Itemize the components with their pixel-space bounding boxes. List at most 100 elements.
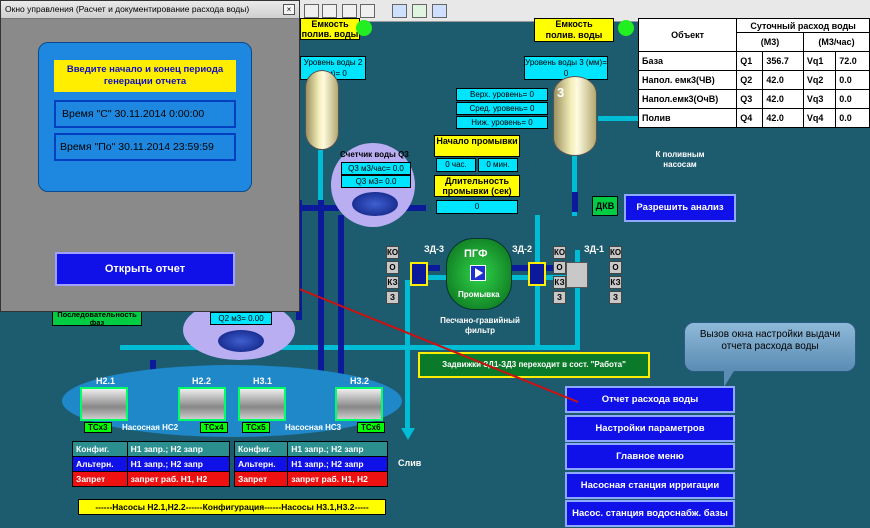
tank2-lamp [356,20,372,36]
zd2-o[interactable]: О [553,261,566,274]
valve-zd1-icon[interactable] [566,262,588,288]
zd1-o[interactable]: О [609,261,622,274]
meter-q2-vol: Q2 м3= 0.00 [210,312,272,325]
open-report-button[interactable]: Открыть отчет [55,252,235,286]
to-pumps-label: К поливным насосам [655,150,705,169]
menu-flow-report[interactable]: Отчет расхода воды [565,386,735,413]
tcx3-label: ТСх3 [84,422,112,433]
menu-main[interactable]: Главное меню [565,443,735,470]
menu-irrigation-station[interactable]: Насосная станция ирригации [565,472,735,499]
flow-table: Объект Суточный расход воды (М3) (М3/час… [637,18,870,128]
tank3-lamp [618,20,634,36]
h21-label: Н2.1 [96,376,116,386]
meter-q3-rate: Q3 м3/час= 0.0 [341,162,411,175]
pump-h32[interactable] [335,387,383,421]
filter-name: ПГФ [464,248,488,260]
dpipe-h3 [420,265,440,271]
allow-analysis-button[interactable]: Разрешить анализ [624,194,736,222]
zd3-label: ЗД-3 [424,244,445,254]
dkv-box[interactable]: ДКВ [592,196,618,216]
ns3-label: Насосная НС3 [285,423,342,432]
zd2-kz[interactable]: КЗ [553,276,566,289]
zd3-o[interactable]: О [386,261,399,274]
flush-duration-label: Длительность промывки (сек) [434,175,520,197]
tank3-label: Емкость полив. воды [534,18,614,42]
tank-2 [305,70,339,150]
dialog-titlebar [1,1,299,19]
tcx5-label: ТСх5 [242,422,270,433]
flush-hours[interactable]: 0 час. [436,158,476,172]
pipe-bottom [120,345,580,350]
dpipe-v5 [572,192,578,212]
meter-q2-icon [218,330,264,352]
row-rate: 0.0 [835,70,870,90]
callout-tail [724,371,734,387]
menu-settings[interactable]: Настройки параметров [565,415,735,442]
close-icon[interactable]: × [283,4,295,15]
upper-level: Верх. уровень= 0 [456,88,548,101]
ns2-label: Насосная НС2 [122,423,179,432]
status-table-right: Конфиг.Н1 запр.; Н2 запр Альтерн.Н1 запр… [233,441,388,487]
header-object: Объект [637,18,738,52]
dpipe-v3 [338,215,344,405]
pump-h22[interactable] [178,387,226,421]
meter-q3-title: Счетчик воды Q3 [340,150,409,159]
dialog-window: Окно управления (Расчет и документирован… [0,0,300,312]
status-table-left: Конфиг.Н1 запр.; Н2 запр Альтерн.Н1 запр… [72,441,231,487]
tool-icon-1[interactable] [304,4,319,18]
meter-q3-vol: Q3 м3= 0.0 [341,175,411,188]
drain-arrow [401,428,415,440]
tool-icon-2[interactable] [322,4,337,18]
status-key: Запрет [233,471,289,487]
pump-h21[interactable] [80,387,128,421]
pipe-v3 [575,250,580,350]
zd3-kz[interactable]: КЗ [386,276,399,289]
drain-label: Слив [398,458,422,468]
h31-label: Н3.1 [253,376,273,386]
tool-icon-4[interactable] [360,4,375,18]
table-row: Полив Q4 42.0 Vq4 0.0 [637,108,870,128]
flush-duration-value[interactable]: 0 [436,200,518,214]
zd1-kz[interactable]: КЗ [609,276,622,289]
valve-zd2-icon[interactable] [528,262,546,286]
zd3-ko[interactable]: КО [386,246,399,259]
zd3-z[interactable]: З [386,291,399,304]
config-banner: ------Насосы Н2.1,Н2.2------Конфигурация… [78,499,386,515]
tank-3 [553,76,597,156]
tool-icon-5[interactable] [392,4,407,18]
pipe-v5 [405,280,410,430]
pipe-v1 [318,150,323,230]
filter-caption: Песчано-гравийный фильтр [440,316,520,335]
middle-level: Сред. уровень= 0 [456,102,548,115]
zd2-z[interactable]: З [553,291,566,304]
valve-zd3-icon[interactable] [410,262,428,286]
tool-icon-3[interactable] [342,4,357,18]
zd2-ko[interactable]: КО [553,246,566,259]
flush-minutes[interactable]: 0 мин. [478,158,518,172]
zd1-z[interactable]: З [609,291,622,304]
seq-phase-label: Последовательность фаз [52,310,142,326]
dialog-prompt: Введите начало и конец периода генерации… [54,60,236,92]
time-to-field[interactable]: Время "По" 30.11.2014 23:59:59 [54,133,236,161]
tcx4-label: ТСх4 [200,422,228,433]
tool-icon-6[interactable] [412,4,427,18]
dpipe-v2 [318,200,324,410]
play-triangle [475,268,483,278]
tool-icon-7[interactable] [432,4,447,18]
row-rate: 0.0 [835,108,870,128]
time-from-field[interactable]: Время "С" 30.11.2014 0:00:00 [54,100,236,128]
meter-q3-icon [352,192,398,216]
callout: Вызов окна настройки выдачи отчета расхо… [684,322,856,372]
tank3-number: 3 [557,85,565,100]
filter-mode: Промывка [458,290,500,299]
lower-level: Ниж. уровень= 0 [456,116,548,129]
h32-label: Н3.2 [350,376,370,386]
menu-base-water-station[interactable]: Насос. станция водоснабж. базы [565,500,735,527]
pump-h31[interactable] [238,387,286,421]
zd1-ko[interactable]: КО [609,246,622,259]
valve-status: Задвижки ЗД1-ЗД3 переходит в сост. "Рабо… [418,352,650,378]
zd2-label: ЗД-2 [512,244,533,254]
tank2-label: Емкость полив. воды [300,18,360,40]
tcx6-label: ТСх6 [357,422,385,433]
row-vq: Vq4 [802,108,837,128]
